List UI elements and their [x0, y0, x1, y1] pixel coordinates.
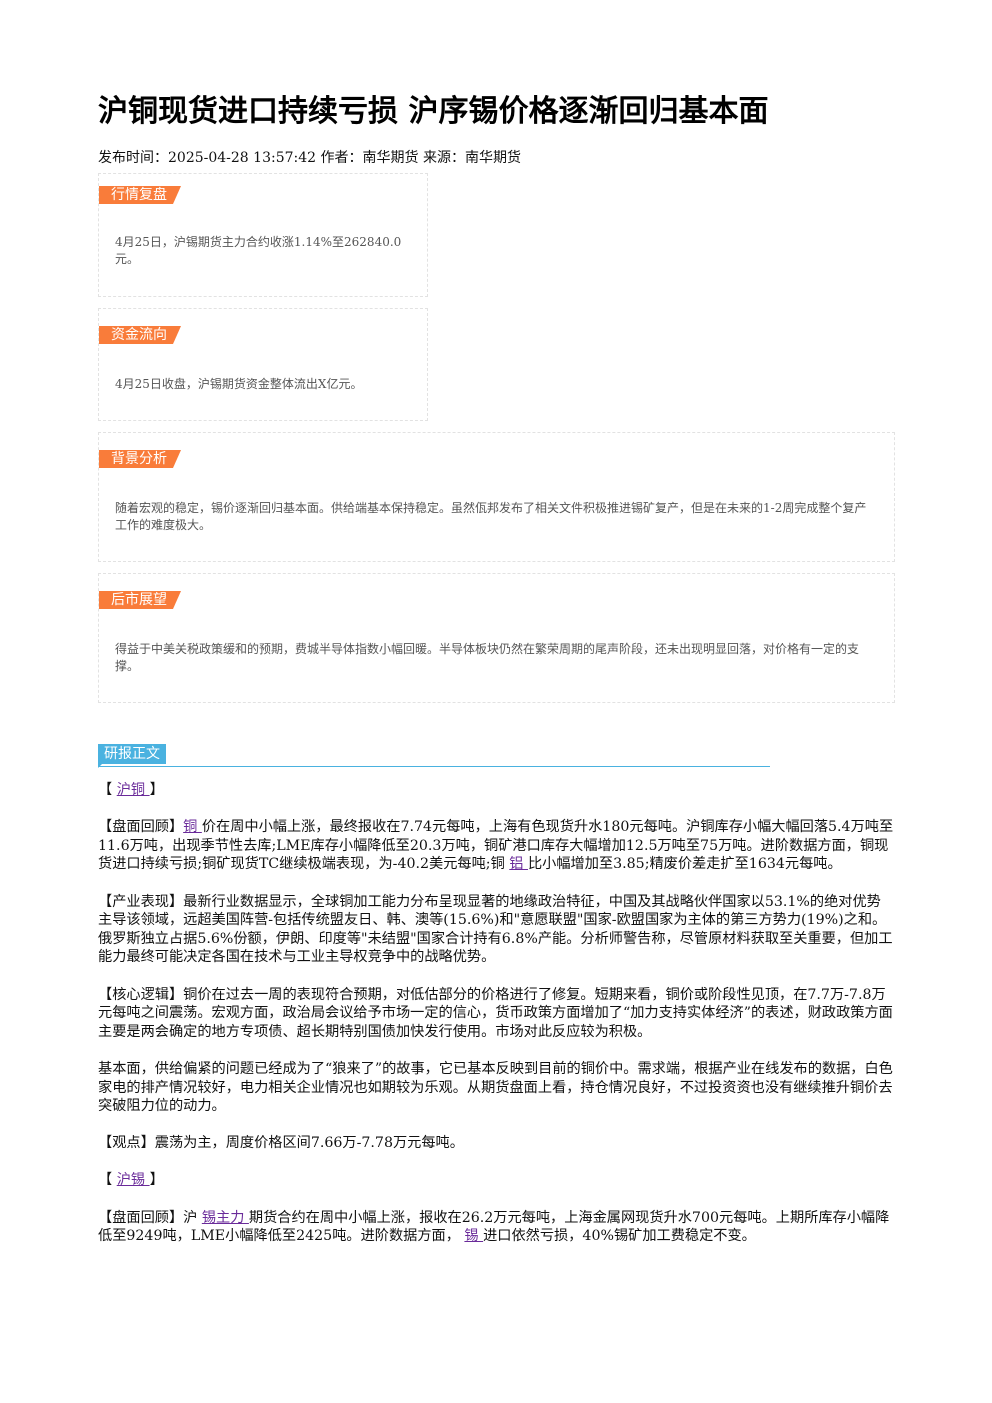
view-paragraph: 【观点】震荡为主，周度价格区间7.66万-7.78万元每吨。: [98, 1135, 464, 1152]
tin-review-paragraph: 【盘面回顾】沪 锡主力 期货合约在周中小幅上涨，报收在26.2万元每吨，上海金属…: [98, 1209, 890, 1245]
aluminum-inline-link[interactable]: 铝: [509, 856, 528, 873]
article-meta: 发布时间：2025-04-28 13:57:42 作者：南华期货 来源：南华期货: [98, 150, 521, 166]
box-tag: 后市展望: [99, 591, 181, 609]
report-body-header: 研报正文: [98, 744, 770, 768]
tin-inline-link[interactable]: 锡: [464, 1228, 484, 1245]
fund-flow-box: 资金流向 4月25日收盘，沪锡期货资金整体流出X亿元。: [98, 308, 428, 421]
copper-inline-link[interactable]: 铜: [183, 819, 202, 836]
industry-paragraph: 【产业表现】最新行业数据显示，全球铜加工能力分布呈现显著的地缘政治特征，中国及其…: [98, 893, 893, 966]
logic-paragraph: 【核心逻辑】铜价在过去一周的表现符合预期，对低估部分的价格进行了修复。短期来看，…: [98, 986, 893, 1040]
box-text: 4月25日，沪锡期货主力合约收涨1.14%至262840.0元。: [115, 235, 402, 266]
box-text: 随着宏观的稳定，锡价逐渐回归基本面。供给端基本保持稳定。虽然佤邦发布了相关文件积…: [115, 501, 867, 532]
copper-review-paragraph: 【盘面回顾】铜 价在周中小幅上涨，最终报收在7.74元每吨，上海有色现货升水18…: [98, 819, 894, 873]
box-tag: 背景分析: [99, 450, 181, 468]
market-review-box: 行情复盘 4月25日，沪锡期货主力合约收涨1.14%至262840.0元。: [98, 173, 428, 297]
box-text: 得益于中美关税政策缓和的预期，费城半导体指数小幅回暖。半导体板块仍然在繁荣周期的…: [115, 642, 860, 673]
tin-main-link[interactable]: 锡主力: [201, 1209, 249, 1226]
box-text: 4月25日收盘，沪锡期货资金整体流出X亿元。: [115, 377, 363, 391]
report-body: 【 沪铜 】 【盘面回顾】铜 价在周中小幅上涨，最终报收在7.74元每吨，上海有…: [98, 781, 894, 1264]
tin-link[interactable]: 沪锡: [116, 1172, 150, 1189]
background-box: 背景分析 随着宏观的稳定，锡价逐渐回归基本面。供给端基本保持稳定。虽然佤邦发布了…: [98, 432, 895, 562]
box-tag: 行情复盘: [99, 186, 181, 204]
copper-link[interactable]: 沪铜: [116, 782, 150, 798]
copper-heading: 【 沪铜 】: [98, 782, 164, 798]
tin-heading: 【 沪锡 】: [98, 1172, 164, 1189]
fundamentals-paragraph: 基本面，供给偏紧的问题已经成为了“狼来了”的故事，它已基本反映到目前的铜价中。需…: [98, 1060, 893, 1115]
outlook-box: 后市展望 得益于中美关税政策缓和的预期，费城半导体指数小幅回暖。半导体板块仍然在…: [98, 573, 895, 703]
page-title: 沪铜现货进口持续亏损 沪序锡价格逐渐回归基本面: [98, 94, 769, 129]
box-tag: 资金流向: [99, 326, 181, 344]
section-tag: 研报正文: [98, 744, 166, 768]
